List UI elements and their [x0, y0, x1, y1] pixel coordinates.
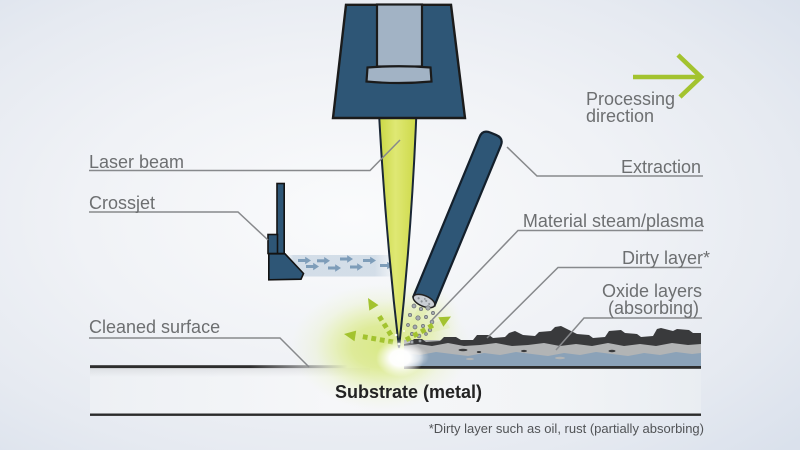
svg-text:Processing: Processing [586, 89, 675, 109]
svg-text:Substrate (metal): Substrate (metal) [335, 382, 482, 402]
svg-text:Extraction: Extraction [621, 157, 701, 177]
svg-text:direction: direction [586, 106, 654, 126]
svg-text:Dirty layer*: Dirty layer* [622, 248, 710, 268]
svg-text:Crossjet: Crossjet [89, 193, 155, 213]
svg-text:Laser beam: Laser beam [89, 152, 184, 172]
svg-text:Material steam/plasma: Material steam/plasma [523, 211, 705, 231]
svg-text:Oxide layers: Oxide layers [602, 281, 702, 301]
svg-text:Cleaned surface: Cleaned surface [89, 317, 220, 337]
svg-text:(absorbing): (absorbing) [608, 298, 699, 318]
svg-text:*Dirty layer such as oil, rust: *Dirty layer such as oil, rust (partiall… [429, 421, 704, 436]
